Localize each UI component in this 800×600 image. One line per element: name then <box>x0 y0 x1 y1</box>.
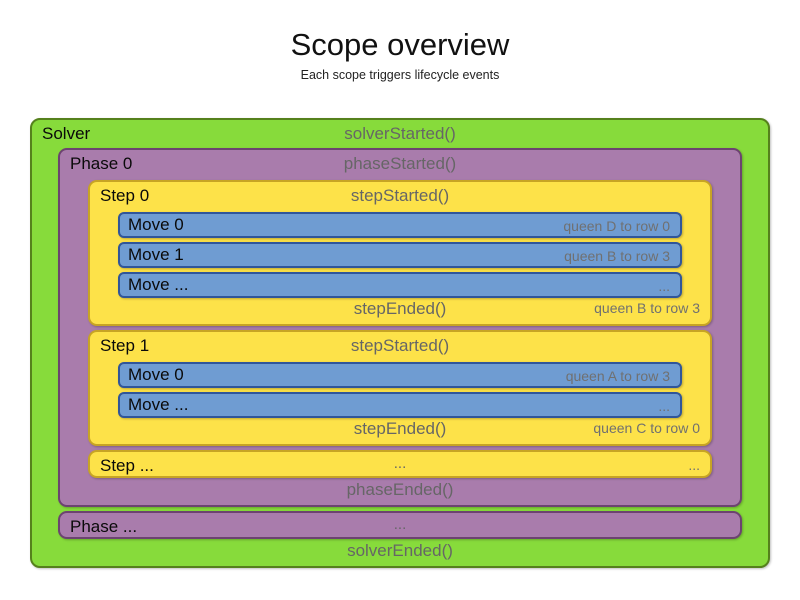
phase-started-event: phaseStarted() <box>343 154 457 173</box>
move-label: Move 1 <box>128 245 184 264</box>
page-subtitle: Each scope triggers lifecycle events <box>300 68 500 82</box>
step-more-center-ellipsis: ... <box>393 455 407 472</box>
step-1-started-event: stepStarted() <box>350 336 450 355</box>
step-0-ended-event: stepEnded() <box>353 299 447 318</box>
move-row: Move ... ... <box>118 392 682 418</box>
step-0-ended-detail: queen B to row 3 <box>594 300 700 316</box>
phase-0-scope: Phase 0 phaseStarted() Step 0 stepStarte… <box>58 148 742 507</box>
solver-label: Solver <box>42 124 91 143</box>
move-detail: queen D to row 0 <box>563 218 670 234</box>
solver-ended-event: solverEnded() <box>347 541 453 560</box>
step-more-label: Step ... <box>100 456 154 475</box>
phase-ended-event: phaseEnded() <box>346 480 454 499</box>
move-detail: ... <box>658 278 670 294</box>
page-title: Scope overview <box>290 27 510 62</box>
move-detail: queen A to row 3 <box>565 368 670 384</box>
step-0-scope: Step 0 stepStarted() Move 0 queen D to r… <box>88 180 712 326</box>
step-1-label: Step 1 <box>100 336 150 355</box>
phase-0-label: Phase 0 <box>70 154 133 173</box>
move-row: Move 0 queen A to row 3 <box>118 362 682 388</box>
move-label: Move ... <box>128 275 189 294</box>
solver-started-event: solverStarted() <box>344 124 456 143</box>
move-label: Move 0 <box>128 215 184 234</box>
phase-more-scope: Phase ... ... <box>58 511 742 539</box>
move-detail: queen B to row 3 <box>564 248 670 264</box>
move-label: Move ... <box>128 395 189 414</box>
step-0-label: Step 0 <box>100 186 150 205</box>
phase-more-label: Phase ... <box>70 517 138 536</box>
step-1-ended-event: stepEnded() <box>353 419 447 438</box>
solver-scope: Solver solverStarted() Phase 0 phaseStar… <box>30 118 770 568</box>
step-more-scope: Step ... ... ... <box>88 450 712 478</box>
move-row: Move ... ... <box>118 272 682 298</box>
move-row: Move 1 queen B to row 3 <box>118 242 682 268</box>
step-1-ended-detail: queen C to row 0 <box>593 420 700 436</box>
move-label: Move 0 <box>128 365 184 384</box>
move-row: Move 0 queen D to row 0 <box>118 212 682 238</box>
step-0-started-event: stepStarted() <box>350 186 450 205</box>
phase-more-center-ellipsis: ... <box>393 516 407 533</box>
step-1-scope: Step 1 stepStarted() Move 0 queen A to r… <box>88 330 712 446</box>
move-detail: ... <box>658 398 670 414</box>
step-more-right-ellipsis: ... <box>688 457 700 473</box>
